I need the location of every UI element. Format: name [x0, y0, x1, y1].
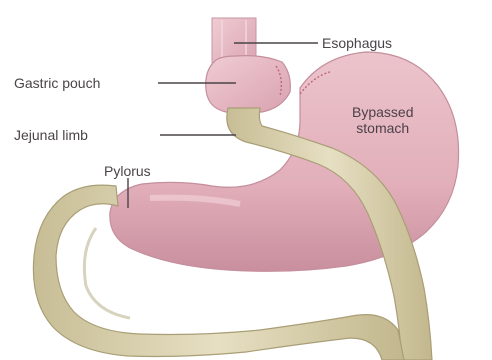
gastric-pouch-shape	[206, 56, 291, 112]
pylorus-label: Pylorus	[104, 164, 151, 178]
bypassed-stomach-label: Bypassed stomach	[352, 104, 413, 136]
gastric-pouch-label: Gastric pouch	[14, 76, 100, 90]
bypassed-stomach-label-line1: Bypassed	[352, 104, 413, 120]
bypassed-stomach-label-line2: stomach	[356, 120, 409, 136]
jejunal-limb-label: Jejunal limb	[14, 128, 88, 142]
esophagus-label: Esophagus	[322, 36, 392, 50]
